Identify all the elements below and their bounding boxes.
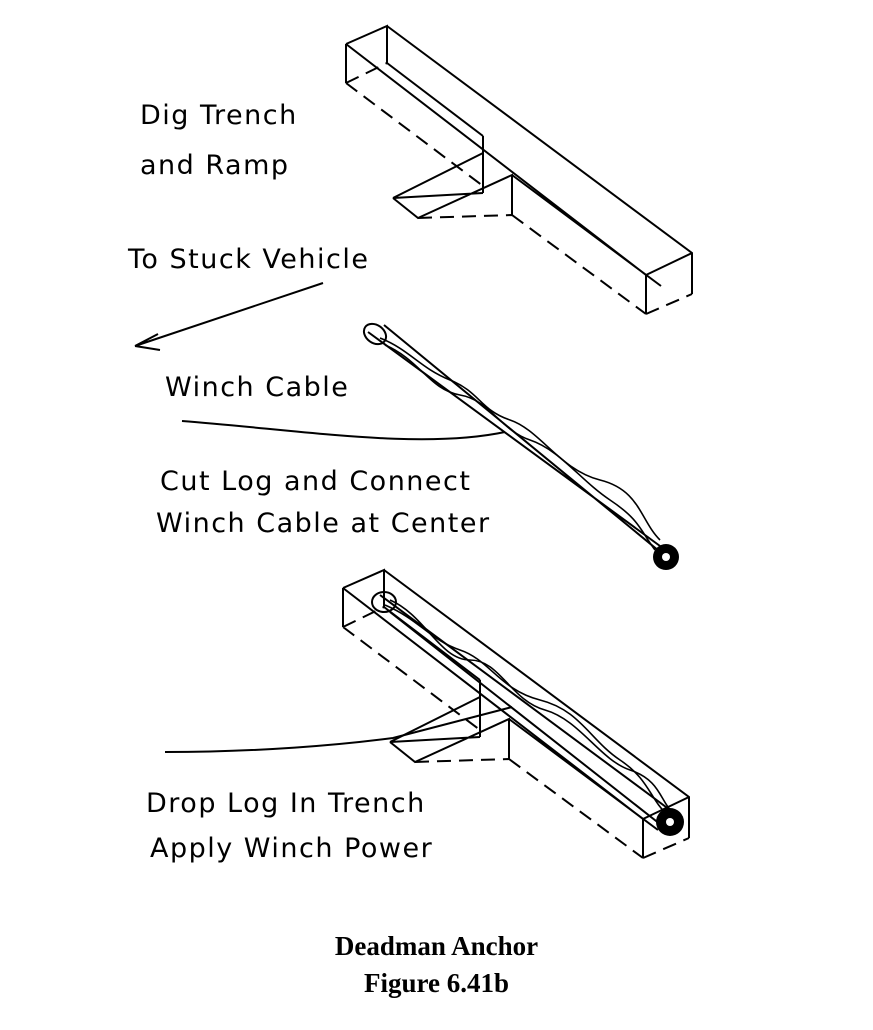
label-apply-power: Apply Winch Power xyxy=(150,833,434,864)
caption-figure-number: Figure 6.41b xyxy=(363,968,509,998)
caption-title: Deadman Anchor xyxy=(334,931,539,961)
trench-with-log-illustration xyxy=(164,569,690,859)
log-illustration xyxy=(181,322,679,570)
trench-illustration xyxy=(345,25,693,315)
label-and-ramp: and Ramp xyxy=(140,150,290,181)
label-to-stuck-vehicle: To Stuck Vehicle xyxy=(128,244,370,275)
label-winch-cable: Winch Cable xyxy=(165,372,350,403)
arrow-to-vehicle xyxy=(134,282,324,351)
label-drop-log: Drop Log In Trench xyxy=(146,788,426,819)
label-dig-trench: Dig Trench xyxy=(140,100,298,131)
label-connect-center: Winch Cable at Center xyxy=(156,508,491,539)
label-cut-log: Cut Log and Connect xyxy=(160,466,472,497)
